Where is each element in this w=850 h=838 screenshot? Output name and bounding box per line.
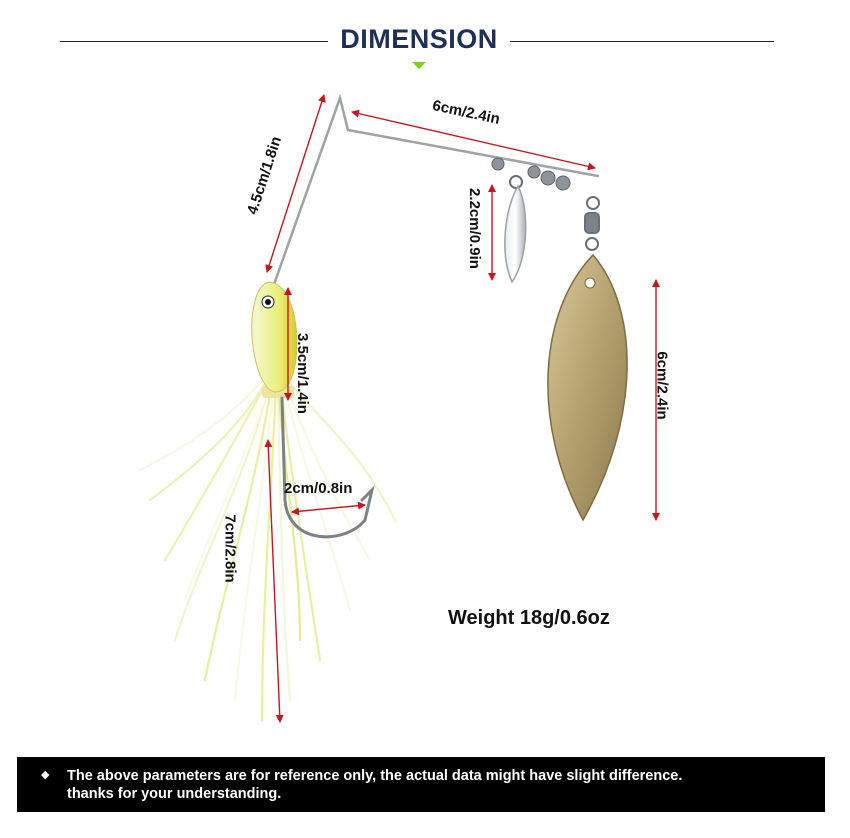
large-blade	[547, 253, 628, 522]
wire-frame	[270, 93, 600, 292]
header-caret-icon	[412, 62, 426, 69]
spinnerbait-illustration	[138, 93, 660, 723]
disclaimer-line-2: thanks for your understanding.	[67, 786, 282, 802]
page-title: DIMENSION	[340, 24, 498, 54]
skirt	[138, 374, 397, 722]
jig-head	[251, 281, 298, 393]
label-small-blade: 2.2cm/0.9in	[465, 188, 483, 269]
header-rule-right	[510, 41, 774, 42]
small-blade	[504, 184, 527, 284]
arrow-skirt-length	[264, 439, 284, 723]
disclaimer-line-1: The above parameters are for reference o…	[67, 768, 683, 784]
label-head-length: 3.5cm/1.4in	[293, 333, 311, 414]
arrow-hook-gap	[291, 501, 366, 516]
diamond-icon: ◆	[41, 769, 50, 781]
disclaimer-bar: ◆ The above parameters are for reference…	[17, 757, 825, 812]
arrow-arm-length	[351, 109, 596, 171]
swivel	[509, 175, 600, 251]
arrow-wire-height	[265, 94, 326, 273]
header-rule-left	[60, 41, 328, 42]
weight-label: Weight 18g/0.6oz	[448, 607, 610, 629]
hook	[280, 396, 375, 539]
label-large-blade: 6cm/2.4in	[653, 351, 671, 420]
label-hook-gap: 2cm/0.8in	[284, 480, 353, 497]
label-skirt-length: 7cm/2.8in	[221, 514, 239, 583]
